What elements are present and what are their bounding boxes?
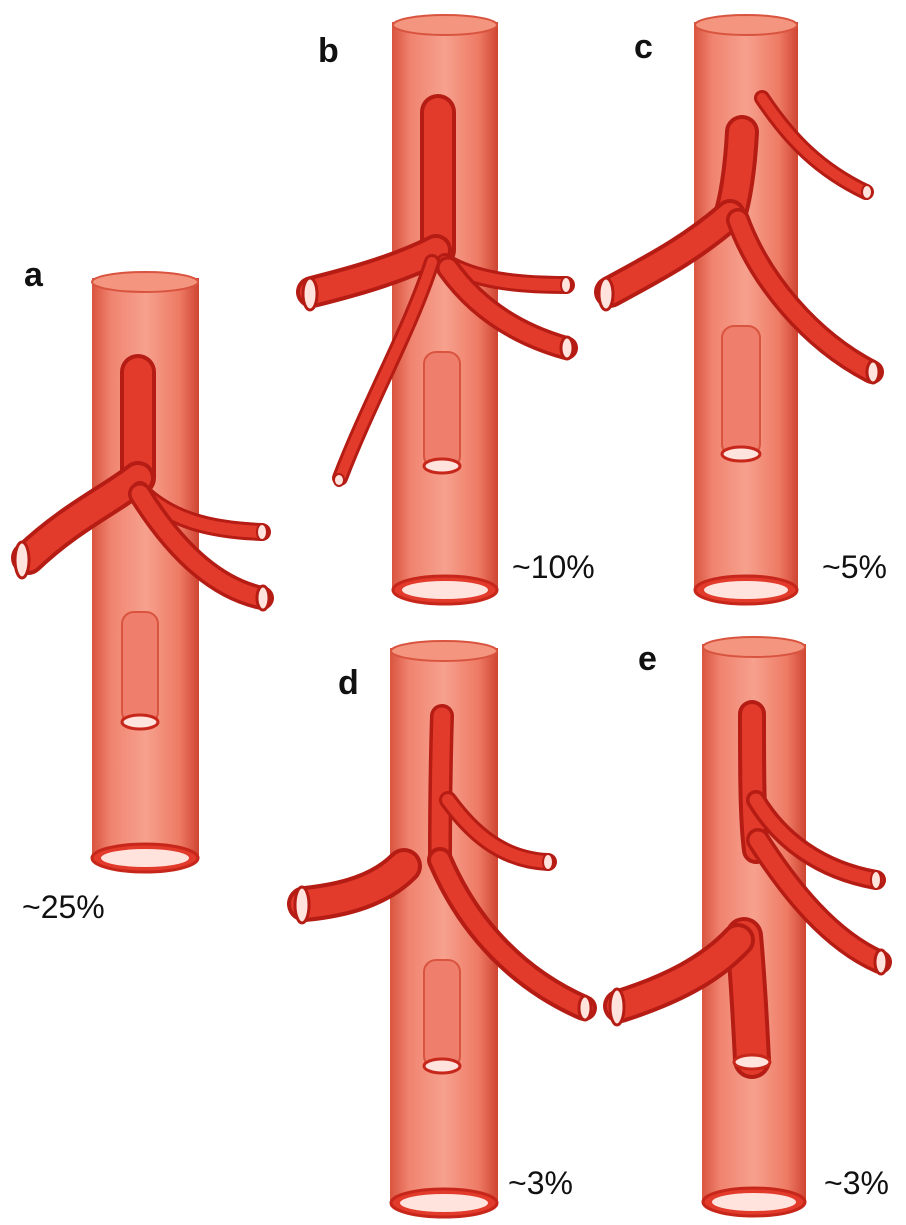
panel-e-percentage: ~3% bbox=[824, 1165, 889, 1201]
panel-a-label: a bbox=[24, 256, 44, 294]
panel-e-label: e bbox=[638, 640, 657, 678]
panel-b-label: b bbox=[318, 32, 339, 70]
panel-c-sma-stump bbox=[722, 326, 760, 461]
panel-c-percentage: ~5% bbox=[822, 549, 887, 585]
panel-b-percentage: ~10% bbox=[512, 549, 595, 585]
panel-c: c ~5% bbox=[599, 15, 887, 604]
panel-c-label: c bbox=[634, 28, 653, 66]
panel-e: e ~3% bbox=[610, 637, 889, 1216]
panel-a-percentage: ~25% bbox=[22, 889, 105, 925]
panel-d-percentage: ~3% bbox=[508, 1165, 573, 1201]
panel-a: a ~25% bbox=[15, 256, 269, 925]
panel-b-sma-stump bbox=[424, 352, 460, 473]
panel-a-sma-stump bbox=[122, 612, 158, 729]
panel-d-sma-stump bbox=[424, 960, 460, 1073]
panel-d: d ~3% bbox=[295, 641, 591, 1217]
panel-e-gastromesenteric-trunk bbox=[620, 936, 752, 1060]
panel-b: b ~10% bbox=[303, 15, 595, 604]
panel-d-label: d bbox=[338, 664, 359, 702]
panel-d-splenic-artery bbox=[305, 866, 404, 904]
